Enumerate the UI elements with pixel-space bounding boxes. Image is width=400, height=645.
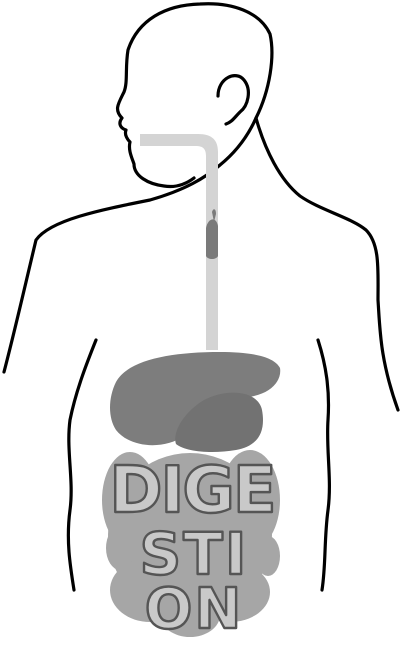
right-arm-inner bbox=[316, 338, 331, 592]
ear bbox=[216, 74, 250, 126]
left-arm-inner bbox=[66, 338, 98, 592]
intestines bbox=[102, 450, 280, 637]
digestion-lettering: DIGE STI ON bbox=[108, 453, 278, 643]
lettering-line-2: STI bbox=[140, 520, 249, 588]
lettering-line-1: DIGE bbox=[109, 454, 274, 528]
lettering-line-3: ON bbox=[145, 577, 243, 642]
body-outline-head bbox=[2, 2, 274, 374]
stomach bbox=[175, 392, 263, 452]
food-bolus bbox=[206, 219, 218, 259]
body-outline-right bbox=[254, 116, 400, 412]
food-bolus-tail bbox=[212, 209, 216, 222]
liver bbox=[110, 352, 281, 446]
esophagus bbox=[140, 134, 218, 350]
